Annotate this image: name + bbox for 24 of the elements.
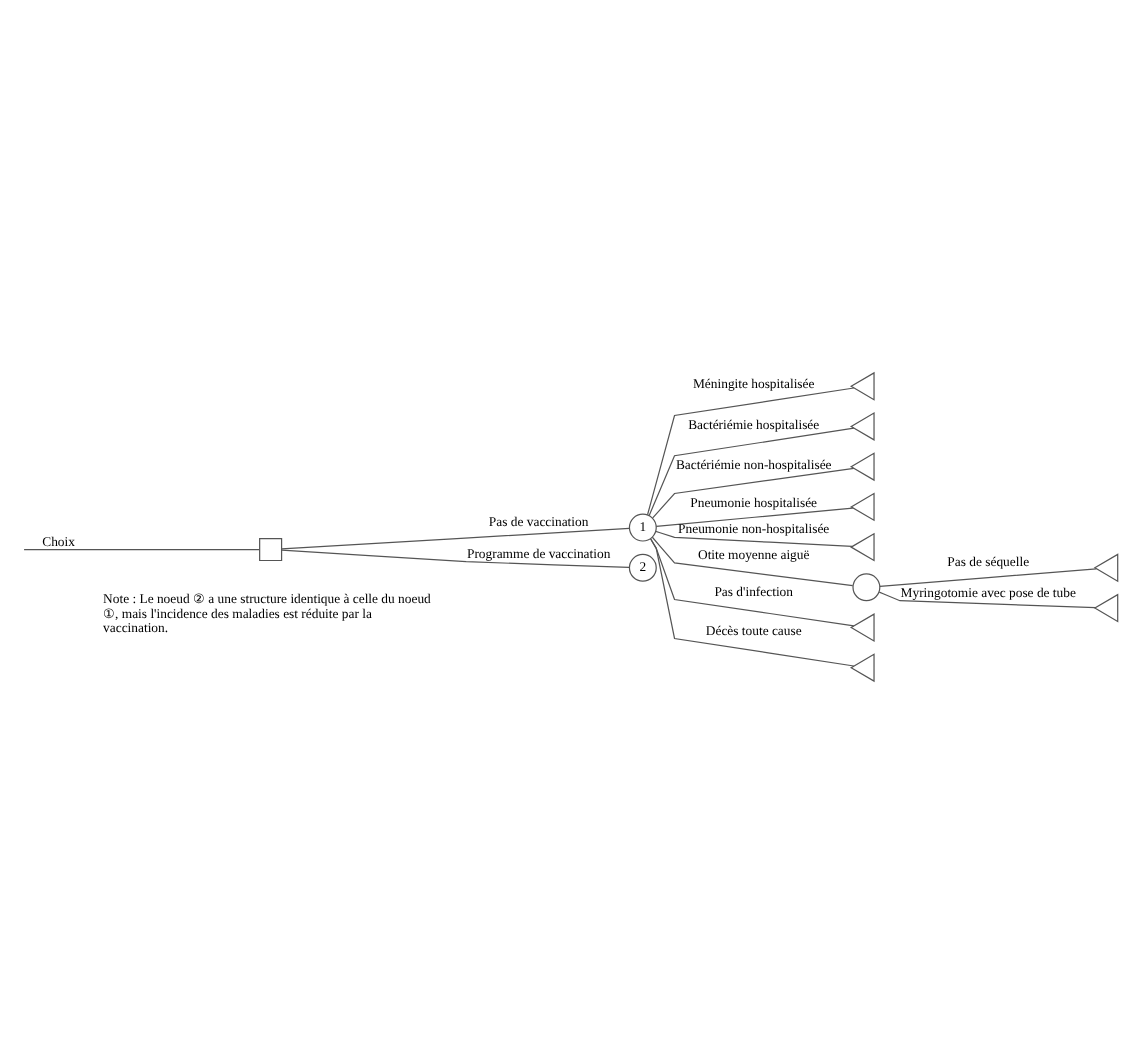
connector [878,591,1097,609]
node-triangle [849,532,875,562]
node-triangle [849,613,875,642]
connector [655,530,853,548]
connector [652,467,855,519]
connector [648,427,855,517]
node-triangle [849,492,875,522]
connector [651,536,854,587]
connector [650,538,855,667]
node-triangle [849,412,875,441]
connector [879,568,1097,587]
node-triangle [849,371,875,401]
connector [281,527,630,550]
node-triangle [849,452,875,482]
connector [655,507,854,528]
node-circle [852,573,881,602]
node-triangle [849,653,875,683]
node-triangle [1093,553,1119,583]
connector [646,387,855,516]
connector [23,548,260,551]
connector [281,549,630,568]
node-box [259,537,283,562]
connector [650,538,855,627]
node-triangle [1093,593,1119,623]
